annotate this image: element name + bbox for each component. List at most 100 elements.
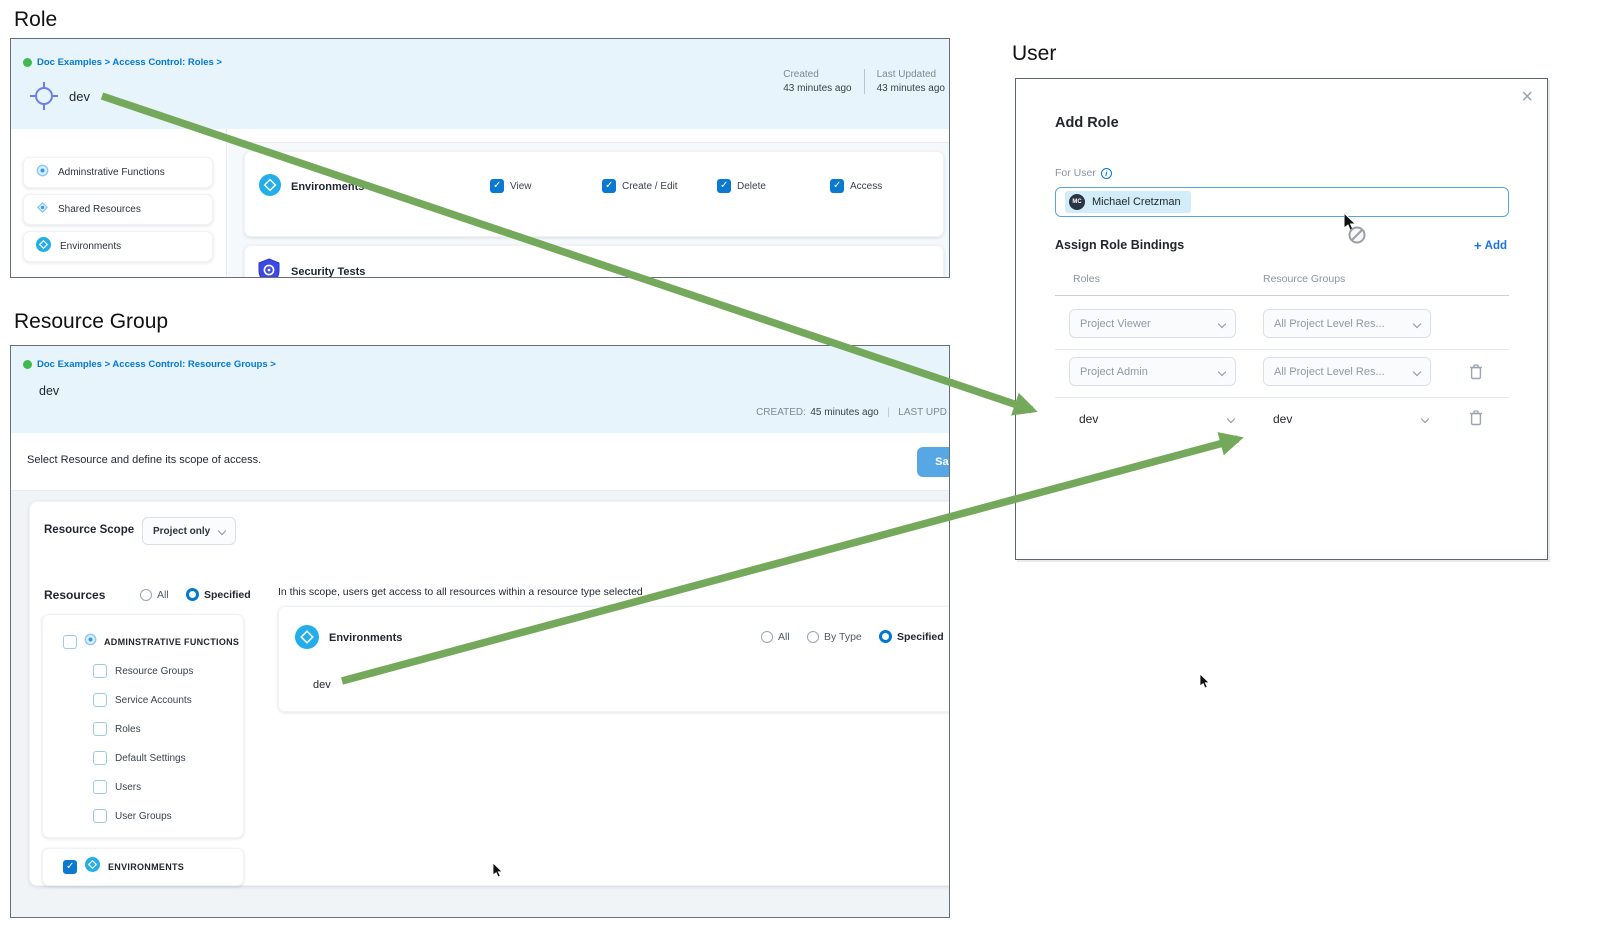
tree-item-service-accounts[interactable]: Service Accounts [93, 693, 192, 707]
role-value: Project Viewer [1080, 317, 1151, 330]
radio-icon[interactable] [807, 631, 819, 643]
tree-item-label: Service Accounts [115, 694, 192, 706]
security-tests-card: Security Tests [244, 245, 944, 277]
radio-label: Specified [897, 630, 944, 643]
role-target-icon [27, 79, 61, 118]
resources-radio-all[interactable]: All [140, 589, 169, 601]
resource-group-select[interactable]: dev [1273, 412, 1430, 426]
checkbox-checked-icon[interactable] [717, 179, 731, 193]
environments-permissions-card: Environments View Create / Edit Delete A… [244, 151, 944, 237]
info-icon[interactable]: i [1100, 167, 1112, 179]
trash-icon[interactable] [1469, 364, 1483, 385]
radio-label: All [157, 589, 169, 601]
scope-hint-text: In this scope, users get access to all r… [278, 586, 643, 598]
radio-selected-icon[interactable] [879, 630, 892, 643]
environments-tree-card[interactable]: ENVIRONMENTS [42, 848, 244, 886]
checkbox-icon[interactable] [63, 635, 77, 649]
environments-icon [259, 174, 281, 196]
resource-groups-column-header: Resource Groups [1263, 273, 1346, 285]
resource-group-select[interactable]: All Project Level Res... [1263, 357, 1431, 386]
tree-item-user-groups[interactable]: User Groups [93, 809, 172, 823]
tree-item-default-settings[interactable]: Default Settings [93, 751, 186, 765]
created-value: 43 minutes ago [783, 83, 852, 94]
resource-group-subheader-bar: Select Resource and define its scope of … [11, 433, 949, 491]
checkbox-checked-icon[interactable] [602, 179, 616, 193]
radio-icon[interactable] [140, 589, 152, 601]
environments-icon [36, 236, 51, 257]
checkbox-icon[interactable] [93, 780, 107, 794]
tree-item-resource-groups[interactable]: Resource Groups [93, 664, 193, 678]
for-user-input[interactable]: MC Michael Cretzman [1055, 187, 1509, 217]
subheader-text: Select Resource and define its scope of … [27, 454, 262, 466]
roles-column-header: Roles [1073, 273, 1100, 285]
chevron-down-icon [1420, 414, 1430, 424]
environments-icon [295, 625, 319, 649]
role-main: Environments View Create / Edit Delete A… [228, 129, 949, 277]
resource-group-breadcrumb[interactable]: Doc Examples > Access Control: Resource … [23, 359, 276, 370]
scope-radio-by-type[interactable]: By Type [807, 631, 862, 643]
environments-icon [85, 857, 100, 877]
breadcrumb-text: Doc Examples > Access Control: Resource … [37, 359, 276, 370]
permission-label: Delete [737, 180, 766, 192]
role-breadcrumb[interactable]: Doc Examples > Access Control: Roles > [23, 57, 222, 68]
tree-item-roles[interactable]: Roles [93, 722, 141, 736]
chevron-down-icon [1412, 367, 1422, 376]
security-tests-shield-icon [257, 258, 281, 277]
sidebar-item-shared-resources[interactable]: Shared Resources [23, 194, 213, 225]
radio-selected-icon[interactable] [186, 588, 199, 601]
environments-scope-card: Environments All By Type Specified dev [278, 606, 949, 712]
resource-group-title: dev [39, 384, 60, 398]
trash-icon[interactable] [1469, 410, 1483, 431]
tree-parent-label: ENVIRONMENTS [108, 862, 185, 872]
chevron-down-icon [217, 526, 227, 536]
permission-view[interactable]: View [490, 179, 532, 193]
permission-label: View [510, 180, 532, 192]
resource-group-header: Doc Examples > Access Control: Resource … [11, 346, 949, 433]
add-binding-button[interactable]: + Add [1474, 238, 1507, 253]
scope-radio-specified[interactable]: Specified [879, 630, 944, 643]
save-button[interactable]: Save [917, 447, 949, 477]
checkbox-checked-icon[interactable] [830, 179, 844, 193]
checkbox-checked-icon[interactable] [490, 179, 504, 193]
project-icon [23, 360, 32, 369]
checkbox-checked-icon[interactable] [63, 860, 77, 874]
updated-value: 43 minutes ago [876, 83, 945, 94]
checkbox-icon[interactable] [93, 693, 107, 707]
checkbox-icon[interactable] [93, 809, 107, 823]
chevron-down-icon [1412, 319, 1422, 328]
scope-radio-all[interactable]: All [761, 631, 790, 643]
tree-parent-administrative-functions[interactable]: ADMINSTRATIVE FUNCTIONS [63, 633, 239, 651]
tree-item-label: Default Settings [115, 752, 186, 764]
role-select[interactable]: dev [1079, 412, 1236, 426]
role-select[interactable]: Project Admin [1069, 357, 1236, 386]
resources-radio-specified[interactable]: Specified [186, 588, 251, 601]
sidebar-item-environments[interactable]: Environments [23, 231, 213, 262]
role-header: Doc Examples > Access Control: Roles > d… [11, 39, 949, 129]
resource-group-select[interactable]: All Project Level Res... [1263, 309, 1431, 338]
modal-title: Add Role [1055, 115, 1119, 131]
permission-access[interactable]: Access [830, 179, 882, 193]
scope-resource-value: dev [313, 679, 331, 691]
tree-item-users[interactable]: Users [93, 780, 141, 794]
sidebar-item-administrative-functions[interactable]: Adminstrative Functions [23, 157, 213, 188]
chevron-down-icon [1226, 414, 1236, 424]
permission-delete[interactable]: Delete [717, 179, 766, 193]
checkbox-icon[interactable] [93, 751, 107, 765]
checkbox-icon[interactable] [93, 722, 107, 736]
permission-create-edit[interactable]: Create / Edit [602, 179, 678, 193]
permission-resource-label: Environments [291, 181, 365, 193]
radio-icon[interactable] [761, 631, 773, 643]
tree-item-label: User Groups [115, 810, 172, 822]
tree-parent-label: ADMINSTRATIVE FUNCTIONS [104, 637, 240, 647]
tree-item-label: Roles [115, 723, 141, 735]
row-divider [1055, 397, 1509, 398]
checkbox-icon[interactable] [93, 664, 107, 678]
role-select[interactable]: Project Viewer [1069, 309, 1236, 338]
add-label: Add [1484, 239, 1507, 252]
radio-label: All [778, 631, 790, 643]
role-value: Project Admin [1080, 365, 1148, 378]
resource-scope-select[interactable]: Project only [142, 517, 236, 545]
close-icon[interactable]: × [1521, 86, 1533, 108]
resource-group-value: dev [1273, 412, 1293, 426]
